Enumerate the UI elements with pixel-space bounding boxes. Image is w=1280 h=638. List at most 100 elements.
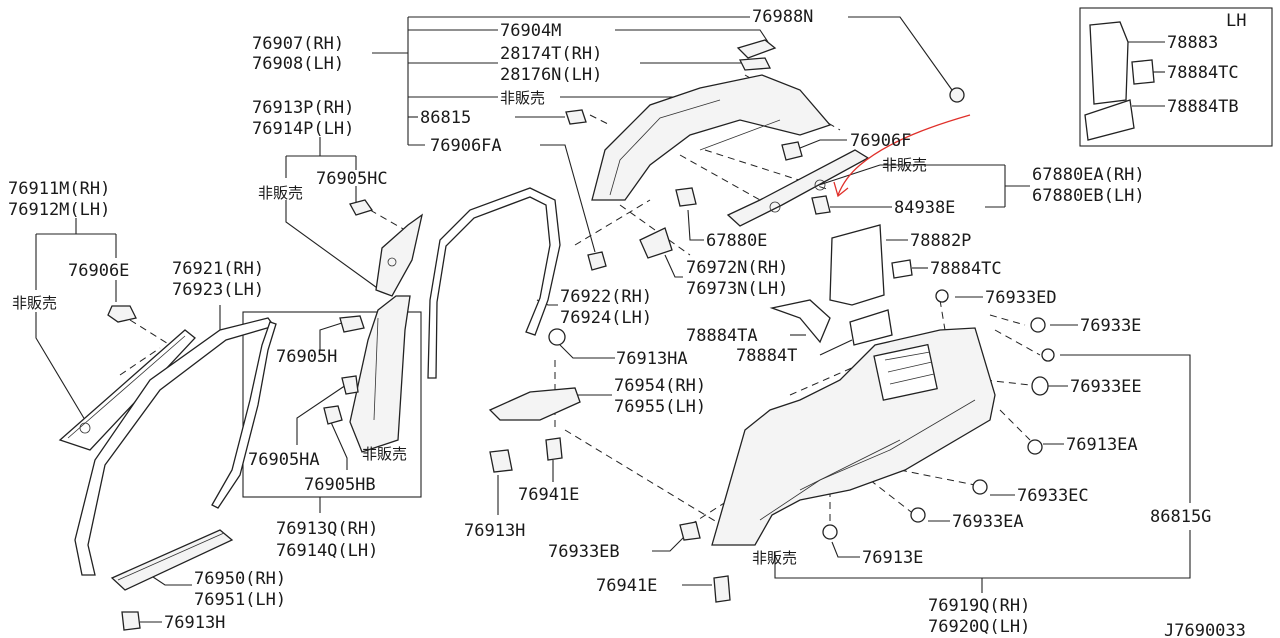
label-76914p: 76914P(LH) [252, 119, 354, 139]
label-76920q: 76920Q(LH) [928, 617, 1030, 637]
clip-76905hb-icon [323, 405, 343, 425]
red-annotation-arrow [833, 114, 971, 198]
clip-76913e-icon [822, 524, 838, 540]
label-76933ee: 76933EE [1070, 377, 1142, 397]
clip-86815g-icon [1041, 348, 1055, 362]
clip-76933e-icon [1030, 317, 1046, 333]
label-76955: 76955(LH) [614, 397, 706, 417]
label-78884tc-b: 78884TC [1167, 63, 1239, 83]
label-76913e: 76913E [862, 548, 923, 568]
label-not-for-sale-6: 非販売 [752, 549, 797, 567]
trim-piece-76904m [736, 39, 777, 59]
label-67880e: 67880E [706, 231, 767, 251]
inset-box-lh [1079, 7, 1273, 147]
label-76905ha: 76905HA [248, 450, 320, 470]
label-76908: 76908(LH) [252, 54, 344, 74]
label-76933eb: 76933EB [548, 542, 620, 562]
clip-76906e-icon [107, 305, 137, 323]
label-67880eb: 67880EB(LH) [1032, 186, 1145, 206]
label-28176n: 28176N(LH) [500, 65, 602, 85]
label-not-for-sale-5: 非販売 [882, 156, 927, 174]
label-76922: 76922(RH) [560, 287, 652, 307]
label-76906f: 76906F [850, 131, 911, 151]
label-76913p: 76913P(RH) [252, 98, 354, 118]
a-pillar-trim [58, 329, 196, 451]
label-28174t: 28174T(RH) [500, 44, 602, 64]
label-76933ea: 76933EA [952, 512, 1024, 532]
label-76907: 76907(RH) [252, 34, 344, 54]
label-76973n: 76973N(LH) [686, 279, 788, 299]
clip-84938e-icon [811, 195, 831, 215]
clip-76941e-bottom-icon [713, 575, 731, 603]
label-76933ec: 76933EC [1017, 486, 1089, 506]
label-78884t: 78884T [736, 346, 797, 366]
clip-76913h-icon [121, 611, 141, 631]
pin-76913ha-icon [548, 328, 566, 346]
label-84938e: 84938E [894, 198, 955, 218]
label-76913ea: 76913EA [1066, 435, 1138, 455]
label-76950: 76950(RH) [194, 569, 286, 589]
clip-76913ea-icon [1027, 439, 1043, 455]
cover-28174t [738, 57, 772, 71]
clip-76905h-icon [339, 315, 365, 333]
label-76913ha: 76913HA [616, 349, 688, 369]
rear-pillar-trim-76907 [591, 74, 832, 201]
label-76941e-b: 76941E [596, 576, 657, 596]
label-78884tc-a: 78884TC [930, 259, 1002, 279]
clip-76933ec-icon [972, 479, 988, 495]
pillar-upper-76913p [375, 213, 424, 297]
label-not-for-sale-1: 非販売 [500, 89, 545, 107]
clip-76933eb-icon [679, 521, 701, 541]
label-76912m: 76912M(LH) [8, 200, 110, 220]
grommet-76988n-icon [949, 87, 965, 103]
pad-78884tc [891, 259, 913, 279]
label-inset-lh: LH [1226, 11, 1246, 31]
label-76921: 76921(RH) [172, 259, 264, 279]
label-78882p: 78882P [910, 231, 971, 251]
clip-67880e-icon [675, 187, 697, 207]
clip-86815-icon [565, 109, 587, 125]
label-76905h: 76905H [276, 347, 337, 367]
leader-lines [35, 16, 1191, 623]
label-76941e-a: 76941E [518, 485, 579, 505]
label-86815g: 86815G [1150, 507, 1211, 527]
label-86815: 86815 [420, 108, 471, 128]
label-not-for-sale-2: 非販売 [258, 184, 303, 202]
weatherstrip-76922 [427, 187, 561, 379]
clip-76906fa-icon [587, 251, 607, 271]
label-76923: 76923(LH) [172, 280, 264, 300]
label-not-for-sale-4: 非販売 [362, 445, 407, 463]
label-76913q: 76913Q(RH) [276, 519, 378, 539]
drawing-number: J7690033 [1164, 621, 1246, 638]
label-76954: 76954(RH) [614, 376, 706, 396]
label-76904m: 76904M [500, 21, 561, 41]
label-76913h-a: 76913H [164, 613, 225, 633]
clip-76913h-mid-icon [489, 449, 513, 473]
clip-76933ee-icon [1031, 376, 1049, 396]
label-76933e: 76933E [1080, 316, 1141, 336]
kick-plate-76950 [110, 529, 234, 591]
clip-76905hc-icon [349, 199, 374, 216]
label-76914q: 76914Q(LH) [276, 541, 378, 561]
label-78884tb: 78884TB [1167, 97, 1239, 117]
pillar-lower-76913q [349, 295, 411, 453]
label-76905hb: 76905HB [304, 475, 376, 495]
clip-76933ea-icon [910, 507, 926, 523]
label-76924: 76924(LH) [560, 308, 652, 328]
label-76911m: 76911M(RH) [8, 179, 110, 199]
label-76919q: 76919Q(RH) [928, 596, 1030, 616]
part-labels: 76988N 76904M 76907(RH) 76908(LH) 28174T… [8, 7, 1246, 638]
rear-quarter-trim-76919q [711, 327, 996, 546]
clip-76905ha-icon [341, 375, 359, 395]
label-67880ea: 67880EA(RH) [1032, 165, 1145, 185]
board-78882p [829, 224, 885, 306]
label-76906fa: 76906FA [430, 136, 502, 156]
label-not-for-sale-3: 非販売 [12, 294, 57, 312]
label-76906e: 76906E [68, 261, 129, 281]
label-78883: 78883 [1167, 33, 1218, 53]
rail-67880ea [726, 149, 870, 227]
label-76905hc: 76905HC [316, 169, 388, 189]
label-76951: 76951(LH) [194, 590, 286, 610]
clip-76906f-icon [781, 141, 803, 161]
